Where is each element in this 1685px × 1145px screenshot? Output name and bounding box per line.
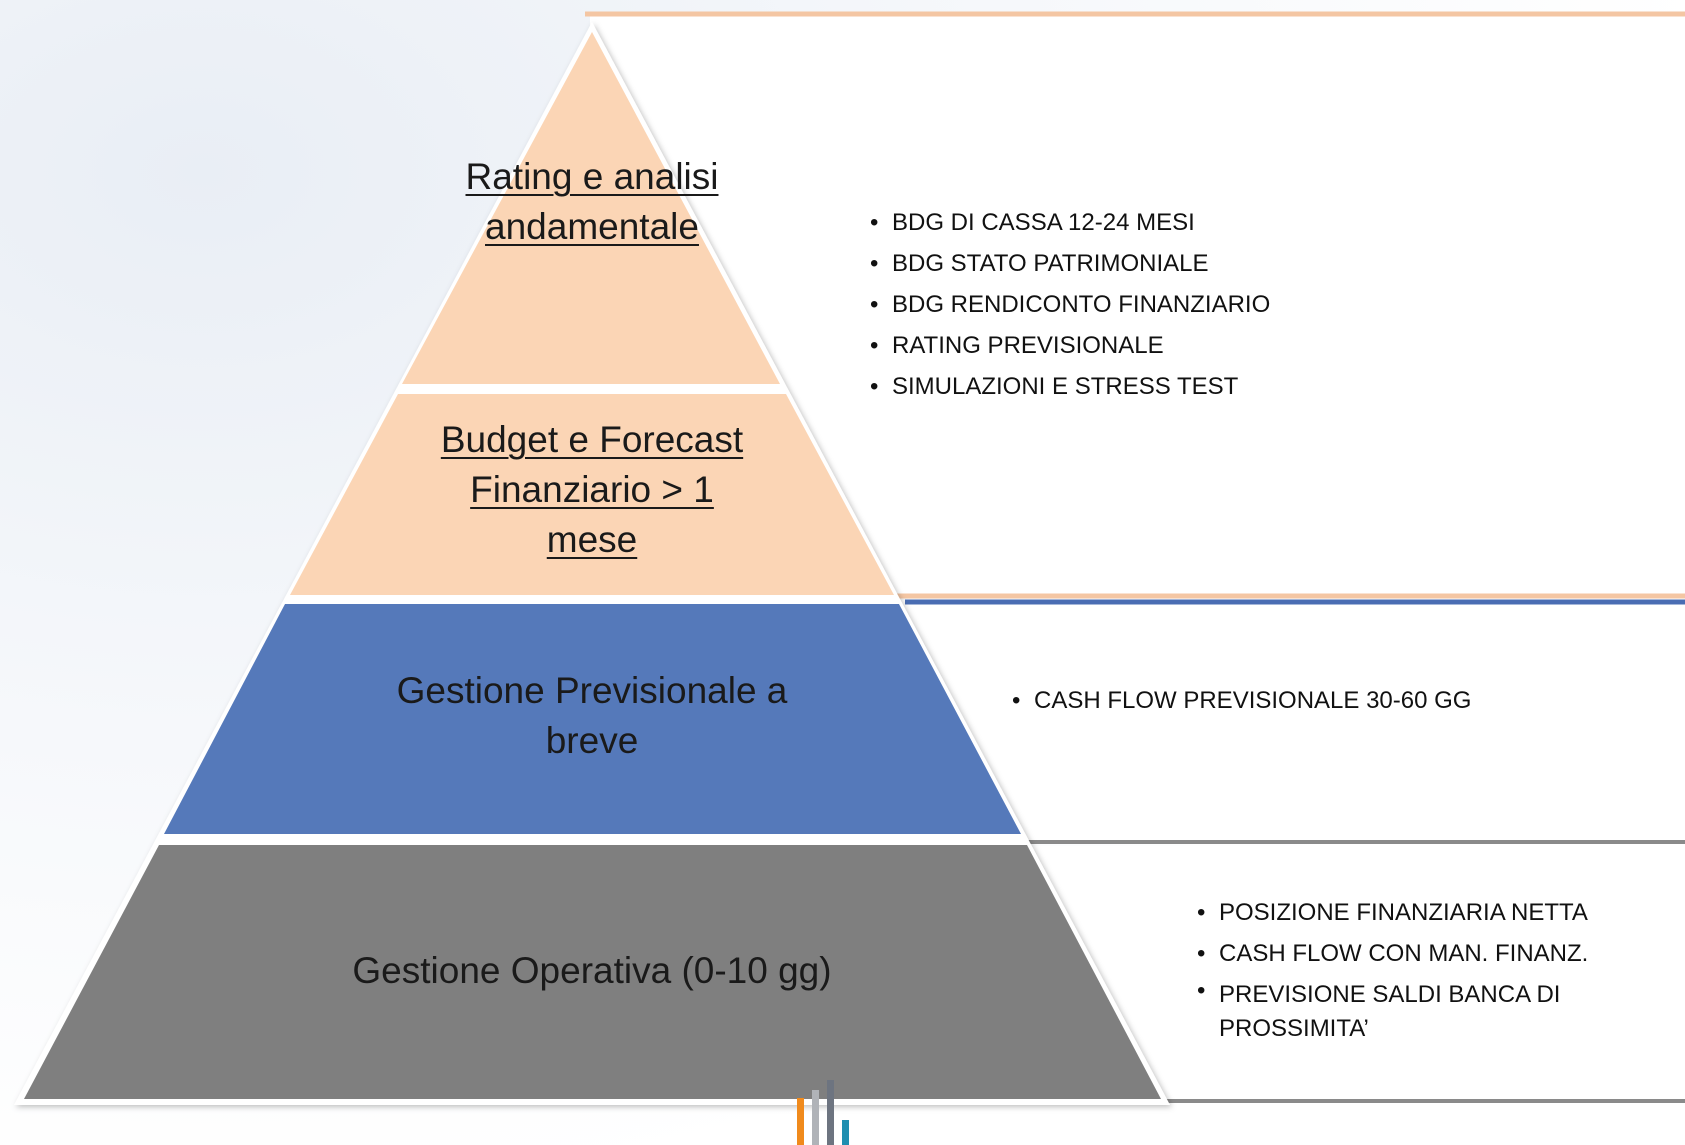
tier-label-gestione-previsionale: Gestione Previsionale a breve <box>342 666 842 766</box>
list-item: CASH FLOW PREVISIONALE 30-60 GG <box>1012 680 1471 721</box>
tier-label-rating: Rating e analisi andamentale <box>392 152 792 252</box>
tier-label-gestione-operativa: Gestione Operativa (0-10 gg) <box>292 946 892 996</box>
pyramid <box>14 22 1170 1105</box>
tier-label-line: andamentale <box>485 206 699 247</box>
bullet-list-bottom: POSIZIONE FINANZIARIA NETTA CASH FLOW CO… <box>1197 892 1657 1046</box>
list-item: POSIZIONE FINANZIARIA NETTA <box>1197 892 1657 933</box>
list-item: BDG STATO PATRIMONIALE <box>870 243 1270 284</box>
tier-label-line: breve <box>545 720 639 761</box>
tier-label-line: Finanziario > 1 <box>470 469 714 510</box>
list-item: RATING PREVISIONALE <box>870 325 1270 366</box>
bar-chart-logo-icon <box>797 1080 849 1145</box>
bullet-list-top: BDG DI CASSA 12-24 MESI BDG STATO PATRIM… <box>870 202 1270 407</box>
list-item: SIMULAZIONI E STRESS TEST <box>870 366 1270 407</box>
list-item: PREVISIONE SALDI BANCA DI PROSSIMITA’ <box>1197 974 1619 1046</box>
tier-label-line: Gestione Operativa (0-10 gg) <box>352 950 832 991</box>
tier-bottom-shape <box>24 845 1161 1099</box>
list-item: CASH FLOW CON MAN. FINANZ. <box>1197 933 1657 974</box>
tier-label-budget: Budget e Forecast Finanziario > 1 mese <box>392 415 792 565</box>
panel-middle <box>900 599 1685 844</box>
tier-second-shape <box>290 394 894 595</box>
tier-label-line: Budget e Forecast <box>440 419 744 460</box>
tier-label-line: mese <box>546 519 638 560</box>
tier-third-shape <box>164 604 1021 834</box>
tier-top-shape <box>402 32 780 384</box>
list-item: BDG DI CASSA 12-24 MESI <box>870 202 1270 243</box>
tier-label-line: Gestione Previsionale a <box>396 670 788 711</box>
tier-label-line: Rating e analisi <box>465 156 719 197</box>
list-item: BDG RENDICONTO FINANZIARIO <box>870 284 1270 325</box>
bullet-list-middle: CASH FLOW PREVISIONALE 30-60 GG <box>1012 680 1471 721</box>
